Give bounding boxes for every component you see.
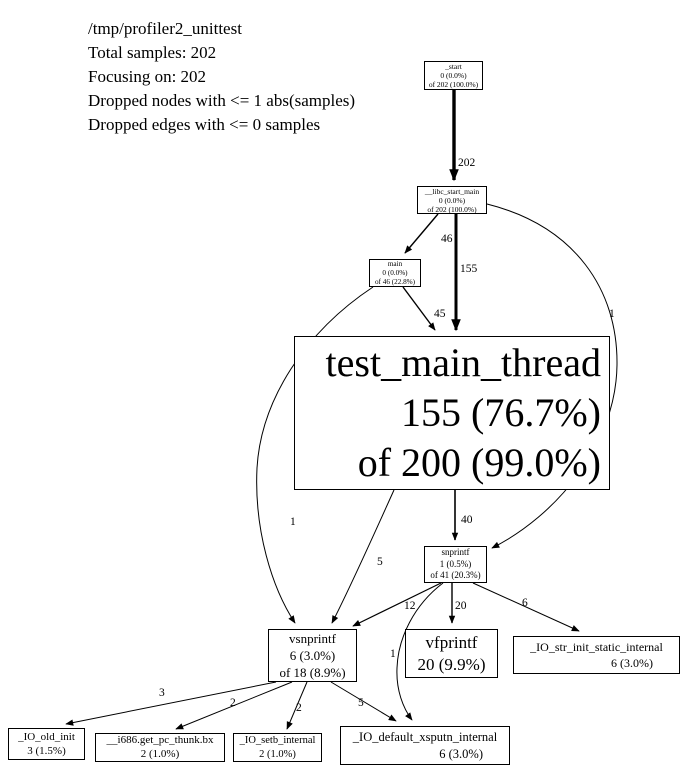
edge-label-libc-to-main: 46	[441, 233, 453, 245]
node-name: _start	[445, 62, 462, 71]
edge-snprintf-to-vsnprintf	[352, 582, 442, 627]
node-self: 3 (1.5%)	[27, 745, 66, 757]
node-name: _IO_default_xsputn_internal	[352, 729, 498, 744]
edge-label-snprintf-to-vsnprintf: 12	[404, 600, 416, 612]
edge-vsnprintf-to-io-old	[65, 681, 277, 726]
node-vsnprintf: vsnprintf 6 (3.0%) of 18 (8.9%)	[268, 629, 357, 682]
node-io-str-init-static-internal: _IO_str_init_static_internal 6 (3.0%)	[513, 636, 680, 674]
node-cum: of 41 (20.3%)	[430, 570, 481, 581]
edge-label-libc-to-snprintf: 1	[609, 308, 615, 320]
edge-main-to-vsnprintf	[256, 286, 374, 624]
node-i686-get-pc-thunk-bx: __i686.get_pc_thunk.bx 2 (1.0%)	[95, 733, 225, 762]
node-cum: of 202 (100.0%)	[428, 80, 479, 89]
edge-label-test-to-vsnprintf: 5	[377, 556, 383, 568]
edge-test-to-vsnprintf	[331, 489, 395, 624]
edge-label-vsnprintf-to-thunk: 2	[230, 697, 236, 709]
node-start: _start 0 (0.0%) of 202 (100.0%)	[424, 61, 483, 90]
edge-vsnprintf-to-setb	[286, 681, 308, 730]
edge-label-test-to-snprintf: 40	[461, 514, 473, 526]
node-name: _IO_old_init	[18, 731, 75, 743]
node-cum: of 202 (100.0%)	[427, 204, 477, 214]
edge-label-main-to-vsnprintf: 1	[290, 516, 296, 528]
node-self: 6 (3.0%)	[439, 746, 483, 761]
node-name: __libc_start_main	[424, 186, 480, 196]
node-name: vsnprintf	[289, 631, 336, 646]
node-io-old-init: _IO_old_init 3 (1.5%)	[8, 728, 85, 760]
edge-label-vsnprintf-to-io-old: 3	[159, 687, 165, 699]
node-name: main	[387, 259, 403, 268]
node-self: 0 (0.0%)	[440, 71, 467, 80]
node-name: __i686.get_pc_thunk.bx	[106, 734, 214, 746]
dropped-nodes-note: Dropped nodes with <= 1 abs(samples)	[88, 91, 356, 110]
edge-label-start-to-libc: 202	[458, 157, 476, 169]
node-self: 0 (0.0%)	[438, 195, 466, 205]
node-cum: of 200 (99.0%)	[357, 440, 601, 485]
node-name: _IO_str_init_static_internal	[530, 640, 663, 654]
node-name: test_main_thread	[325, 340, 601, 385]
dropped-edges-note: Dropped edges with <= 0 samples	[88, 115, 321, 134]
edge-vsnprintf-to-thunk	[175, 681, 293, 730]
node-io-default-xsputn-internal: _IO_default_xsputn_internal 6 (3.0%)	[340, 726, 510, 765]
edge-label-vsnprintf-to-xsputn: 5	[358, 697, 364, 709]
node-main: main 0 (0.0%) of 46 (22.8%)	[369, 259, 421, 287]
node-name: snprintf	[441, 547, 470, 558]
edge-label-snprintf-to-io-str: 6	[522, 597, 528, 609]
node-name: vfprintf	[425, 632, 478, 652]
node-snprintf: snprintf 1 (0.5%) of 41 (20.3%)	[424, 546, 487, 583]
total-samples: Total samples: 202	[88, 43, 217, 62]
node-self: 6 (3.0%)	[611, 656, 653, 670]
edge-libc-to-main	[404, 213, 439, 254]
node-name: _IO_setb_internal	[239, 735, 316, 746]
edge-label-vsnprintf-to-setb: 2	[296, 702, 302, 714]
edge-label-snprintf-to-xsputn: 1	[390, 648, 396, 660]
node-test-main-thread: test_main_thread 155 (76.7%) of 200 (99.…	[294, 336, 610, 490]
node-self: 2 (1.0%)	[140, 747, 180, 760]
profile-header: /tmp/profiler2_unittest Total samples: 2…	[88, 17, 355, 137]
edge-snprintf-to-xsputn	[396, 582, 444, 721]
node-libc-start-main: __libc_start_main 0 (0.0%) of 202 (100.0…	[417, 186, 487, 214]
node-self: 20 (9.9%)	[417, 654, 486, 674]
node-vfprintf: vfprintf 20 (9.9%)	[405, 629, 498, 678]
edge-label-main-to-test: 45	[434, 308, 446, 320]
node-io-setb-internal: _IO_setb_internal 2 (1.0%)	[233, 733, 322, 762]
edge-snprintf-to-io-str	[472, 582, 580, 632]
node-cum: of 46 (22.8%)	[374, 277, 416, 286]
node-self: 6 (3.0%)	[289, 648, 336, 663]
node-self: 155 (76.7%)	[401, 390, 601, 435]
node-self: 1 (0.5%)	[439, 558, 472, 569]
node-self: 2 (1.0%)	[259, 748, 296, 760]
node-self: 0 (0.0%)	[382, 268, 408, 277]
edge-libc-to-snprintf	[486, 203, 618, 549]
edge-vsnprintf-to-xsputn	[330, 681, 397, 722]
profile-path: /tmp/profiler2_unittest	[88, 19, 242, 38]
focusing-on: Focusing on: 202	[88, 67, 207, 86]
edge-main-to-test	[402, 286, 436, 331]
edge-label-libc-to-test: 155	[460, 263, 478, 275]
edge-label-snprintf-to-vfprintf: 20	[455, 600, 467, 612]
node-cum: of 18 (8.9%)	[279, 665, 346, 680]
